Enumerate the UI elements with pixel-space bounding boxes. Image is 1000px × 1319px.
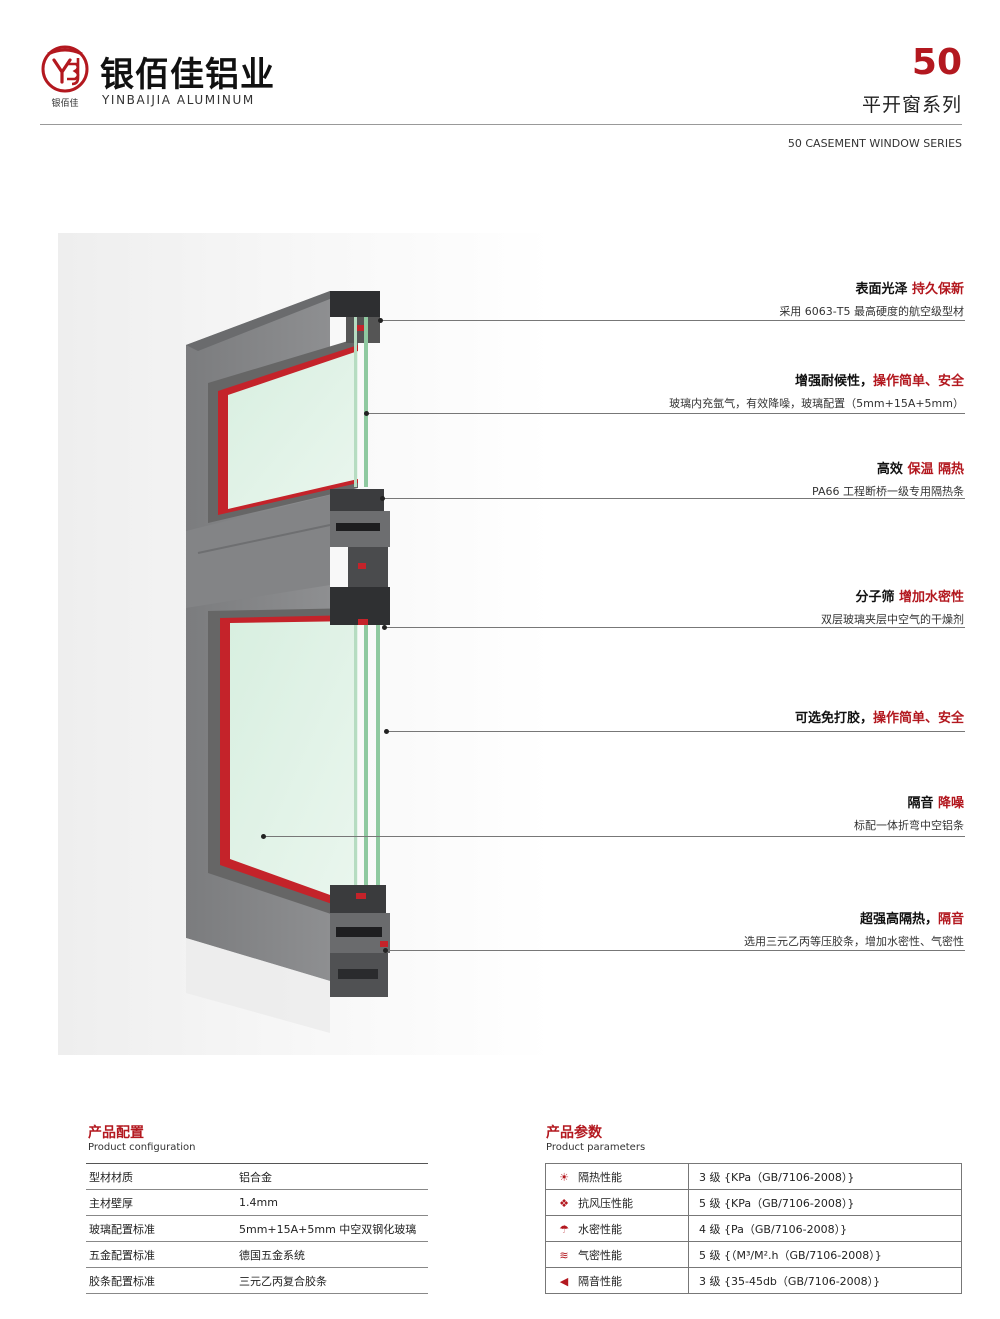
table-row: ☂ 水密性能 4 级 {Pa（GB/7106-2008）} [545, 1215, 962, 1242]
feature-2-pointer [364, 411, 369, 416]
feature-5-highlight: 操作简单、安全 [872, 711, 964, 726]
feature-7-title: 超强高隔热， [859, 912, 938, 927]
feature-7-highlight: 隔音 [937, 912, 964, 927]
config-key: 胶条配置标准 [86, 1267, 239, 1294]
params-table: ☀ 隔热性能 3 级 {KPa（GB/7106-2008）} ❖ 抗风压性能 5 级… [545, 1163, 962, 1294]
feature-1-title: 表面光泽 [855, 282, 908, 297]
logo-subtext: 银佰佳 [51, 99, 79, 109]
water-drop-icon: ☂ [559, 1222, 569, 1236]
feature-3: 高效 保温 隔热 PA66 工程断桥一级专用隔热条 [812, 458, 964, 499]
feature-3-leader [382, 498, 965, 499]
param-value: 3 级 {KPa（GB/7106-2008）} [688, 1163, 962, 1190]
header-divider [40, 124, 962, 125]
table-row: 主材壁厚 1.4mm [86, 1189, 428, 1216]
params-subtitle: Product parameters [546, 1142, 646, 1153]
table-row: 玻璃配置标准 5mm+15A+5mm 中空双钢化玻璃 [86, 1215, 428, 1242]
config-value: 5mm+15A+5mm 中空双钢化玻璃 [239, 1215, 428, 1242]
feature-6-pointer [261, 834, 266, 839]
feature-5: 可选免打胶，操作简单、安全 [795, 707, 964, 726]
feature-1-desc: 采用 6063-T5 最高硬度的航空级型材 [779, 305, 964, 318]
speaker-icon: ◀ [559, 1274, 569, 1288]
series-name-en: 50 CASEMENT WINDOW SERIES [787, 137, 962, 150]
feature-4-title: 分子筛 [855, 590, 895, 605]
config-table: 型材材质 铝合金 主材壁厚 1.4mm 玻璃配置标准 5mm+15A+5mm 中… [86, 1163, 428, 1294]
feature-3-pointer [380, 496, 385, 501]
config-value: 三元乙丙复合胶条 [239, 1267, 428, 1294]
feature-4-pointer [382, 625, 387, 630]
feature-6: 隔音 降噪 标配一体折弯中空铝条 [854, 792, 964, 833]
table-row: 胶条配置标准 三元乙丙复合胶条 [86, 1267, 428, 1294]
feature-1-highlight: 持久保新 [911, 282, 964, 297]
feature-7-desc: 选用三元乙丙等压胶条，增加水密性、气密性 [744, 935, 964, 948]
sun-icon: ☀ [559, 1170, 569, 1184]
feature-6-title: 隔音 [907, 796, 934, 811]
table-row: 型材材质 铝合金 [86, 1163, 428, 1190]
window-profile-illustration [186, 291, 390, 1033]
wind-pressure-icon: ❖ [559, 1196, 569, 1210]
params-title: 产品参数 [546, 1125, 602, 1141]
feature-4-desc: 双层玻璃夹层中空气的干燥剂 [821, 613, 964, 626]
table-row: ≋ 气密性能 5 级 {（M³/M².h（GB/7106-2008）} [545, 1241, 962, 1268]
config-key: 型材材质 [86, 1163, 239, 1190]
feature-3-highlight: 保温 隔热 [907, 462, 964, 477]
config-title: 产品配置 [88, 1125, 144, 1141]
config-subtitle: Product configuration [88, 1142, 196, 1153]
config-key: 五金配置标准 [86, 1241, 239, 1268]
brand-logo [41, 45, 89, 93]
feature-4-leader [384, 627, 965, 628]
feature-4: 分子筛 增加水密性 双层玻璃夹层中空气的干燥剂 [821, 586, 964, 627]
param-value: 4 级 {Pa（GB/7106-2008）} [688, 1215, 962, 1242]
table-row: 五金配置标准 德国五金系统 [86, 1241, 428, 1268]
feature-7-pointer [383, 948, 388, 953]
config-value: 铝合金 [239, 1163, 428, 1190]
feature-3-desc: PA66 工程断桥一级专用隔热条 [812, 485, 964, 498]
series-name-cn: 平开窗系列 [861, 94, 962, 116]
param-key: 隔音性能 [578, 1274, 622, 1288]
param-key: 隔热性能 [578, 1170, 622, 1184]
table-row: ☀ 隔热性能 3 级 {KPa（GB/7106-2008）} [545, 1163, 962, 1190]
brand-name-en: YINBAIJIA ALUMINUM [102, 93, 255, 107]
param-key: 气密性能 [578, 1248, 622, 1262]
table-row: ❖ 抗风压性能 5 级 {KPa（GB/7106-2008）} [545, 1189, 962, 1216]
brand-name-cn: 银佰佳铝业 [100, 55, 275, 95]
feature-2: 增强耐候性，操作简单、安全 玻璃内充氩气，有效降噪，玻璃配置（5mm+15A+5… [669, 370, 964, 411]
config-value: 1.4mm [239, 1189, 428, 1216]
feature-2-leader [367, 413, 965, 414]
param-key: 抗风压性能 [578, 1196, 633, 1210]
feature-2-highlight: 操作简单、安全 [872, 374, 964, 389]
table-row: ◀ 隔音性能 3 级 {35-45db（GB/7106-2008）} [545, 1267, 962, 1294]
feature-5-title: 可选免打胶， [794, 711, 873, 726]
air-wave-icon: ≋ [559, 1248, 569, 1262]
feature-3-title: 高效 [876, 462, 903, 477]
feature-6-highlight: 降噪 [937, 796, 964, 811]
param-value: 5 级 {KPa（GB/7106-2008）} [688, 1189, 962, 1216]
feature-7: 超强高隔热，隔音 选用三元乙丙等压胶条，增加水密性、气密性 [744, 908, 964, 949]
config-key: 主材壁厚 [86, 1189, 239, 1216]
feature-1-pointer [378, 318, 383, 323]
feature-7-leader [385, 950, 965, 951]
feature-5-pointer [384, 729, 389, 734]
param-key: 水密性能 [578, 1222, 622, 1236]
param-value: 3 级 {35-45db（GB/7106-2008）} [688, 1267, 962, 1294]
feature-4-highlight: 增加水密性 [898, 590, 964, 605]
feature-1-leader [380, 320, 965, 321]
feature-6-leader [264, 836, 965, 837]
feature-5-leader [386, 731, 965, 732]
feature-2-title: 增强耐候性， [794, 374, 873, 389]
feature-2-desc: 玻璃内充氩气，有效降噪，玻璃配置（5mm+15A+5mm） [669, 397, 964, 410]
config-value: 德国五金系统 [239, 1241, 428, 1268]
feature-1: 表面光泽 持久保新 采用 6063-T5 最高硬度的航空级型材 [779, 278, 964, 319]
feature-6-desc: 标配一体折弯中空铝条 [854, 819, 964, 832]
config-key: 玻璃配置标准 [86, 1215, 239, 1242]
series-number: 50 [911, 42, 962, 83]
param-value: 5 级 {（M³/M².h（GB/7106-2008）} [688, 1241, 962, 1268]
